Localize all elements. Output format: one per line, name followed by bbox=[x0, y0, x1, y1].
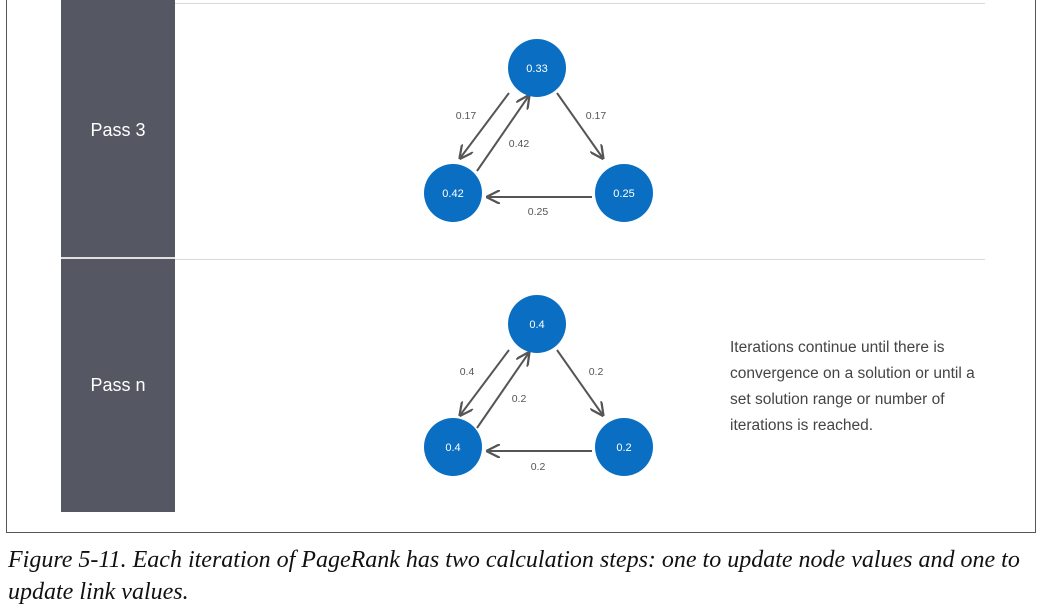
node-right bbox=[595, 418, 653, 476]
node-top-value: 0.33 bbox=[526, 63, 547, 75]
figure-caption: Figure 5-11. Each iteration of PageRank … bbox=[8, 547, 1020, 605]
convergence-note: Iterations continue until there is conve… bbox=[730, 339, 975, 434]
edge-right-to-left-value: 0.25 bbox=[528, 206, 549, 218]
node-right-value: 0.2 bbox=[616, 442, 631, 454]
node-left-value: 0.4 bbox=[445, 442, 460, 454]
node-right-value: 0.25 bbox=[613, 188, 634, 200]
edge-top-to-right-value: 0.17 bbox=[586, 110, 607, 122]
node-right bbox=[595, 164, 653, 222]
edge-top-to-left bbox=[461, 349, 510, 414]
edge-top-to-left-value: 0.17 bbox=[456, 110, 477, 122]
top-divider bbox=[175, 3, 985, 4]
node-top bbox=[508, 295, 566, 353]
pass-sidebar bbox=[61, 0, 175, 512]
edge-left-to-top-value: 0.42 bbox=[509, 138, 530, 150]
node-left-value: 0.42 bbox=[442, 188, 463, 200]
pass-3-graph: 0.33 0.42 0.25 0.17 0.42 0.17 0.25 bbox=[424, 39, 653, 222]
edge-top-to-left-value: 0.4 bbox=[460, 366, 475, 378]
pass-n-graph: 0.4 0.4 0.2 0.4 0.2 0.2 0.2 bbox=[424, 295, 653, 476]
pass-3-label: Pass 3 bbox=[90, 120, 146, 140]
edge-left-to-top bbox=[476, 354, 528, 429]
row-divider bbox=[175, 259, 985, 260]
node-top-value: 0.4 bbox=[529, 319, 544, 331]
edge-top-to-right-value: 0.2 bbox=[589, 366, 604, 378]
edge-right-to-left-value: 0.2 bbox=[531, 461, 546, 473]
edge-top-to-right bbox=[556, 92, 602, 157]
edge-top-to-left bbox=[461, 92, 510, 157]
edge-left-to-top bbox=[476, 97, 528, 172]
sidebar-divider bbox=[61, 257, 175, 259]
node-left bbox=[424, 164, 482, 222]
node-left bbox=[424, 418, 482, 476]
pass-n-label: Pass n bbox=[90, 375, 146, 395]
edge-left-to-top-value: 0.2 bbox=[512, 393, 527, 405]
edge-top-to-right bbox=[556, 349, 602, 414]
figure-frame bbox=[6, 0, 1036, 533]
node-top bbox=[508, 39, 566, 97]
